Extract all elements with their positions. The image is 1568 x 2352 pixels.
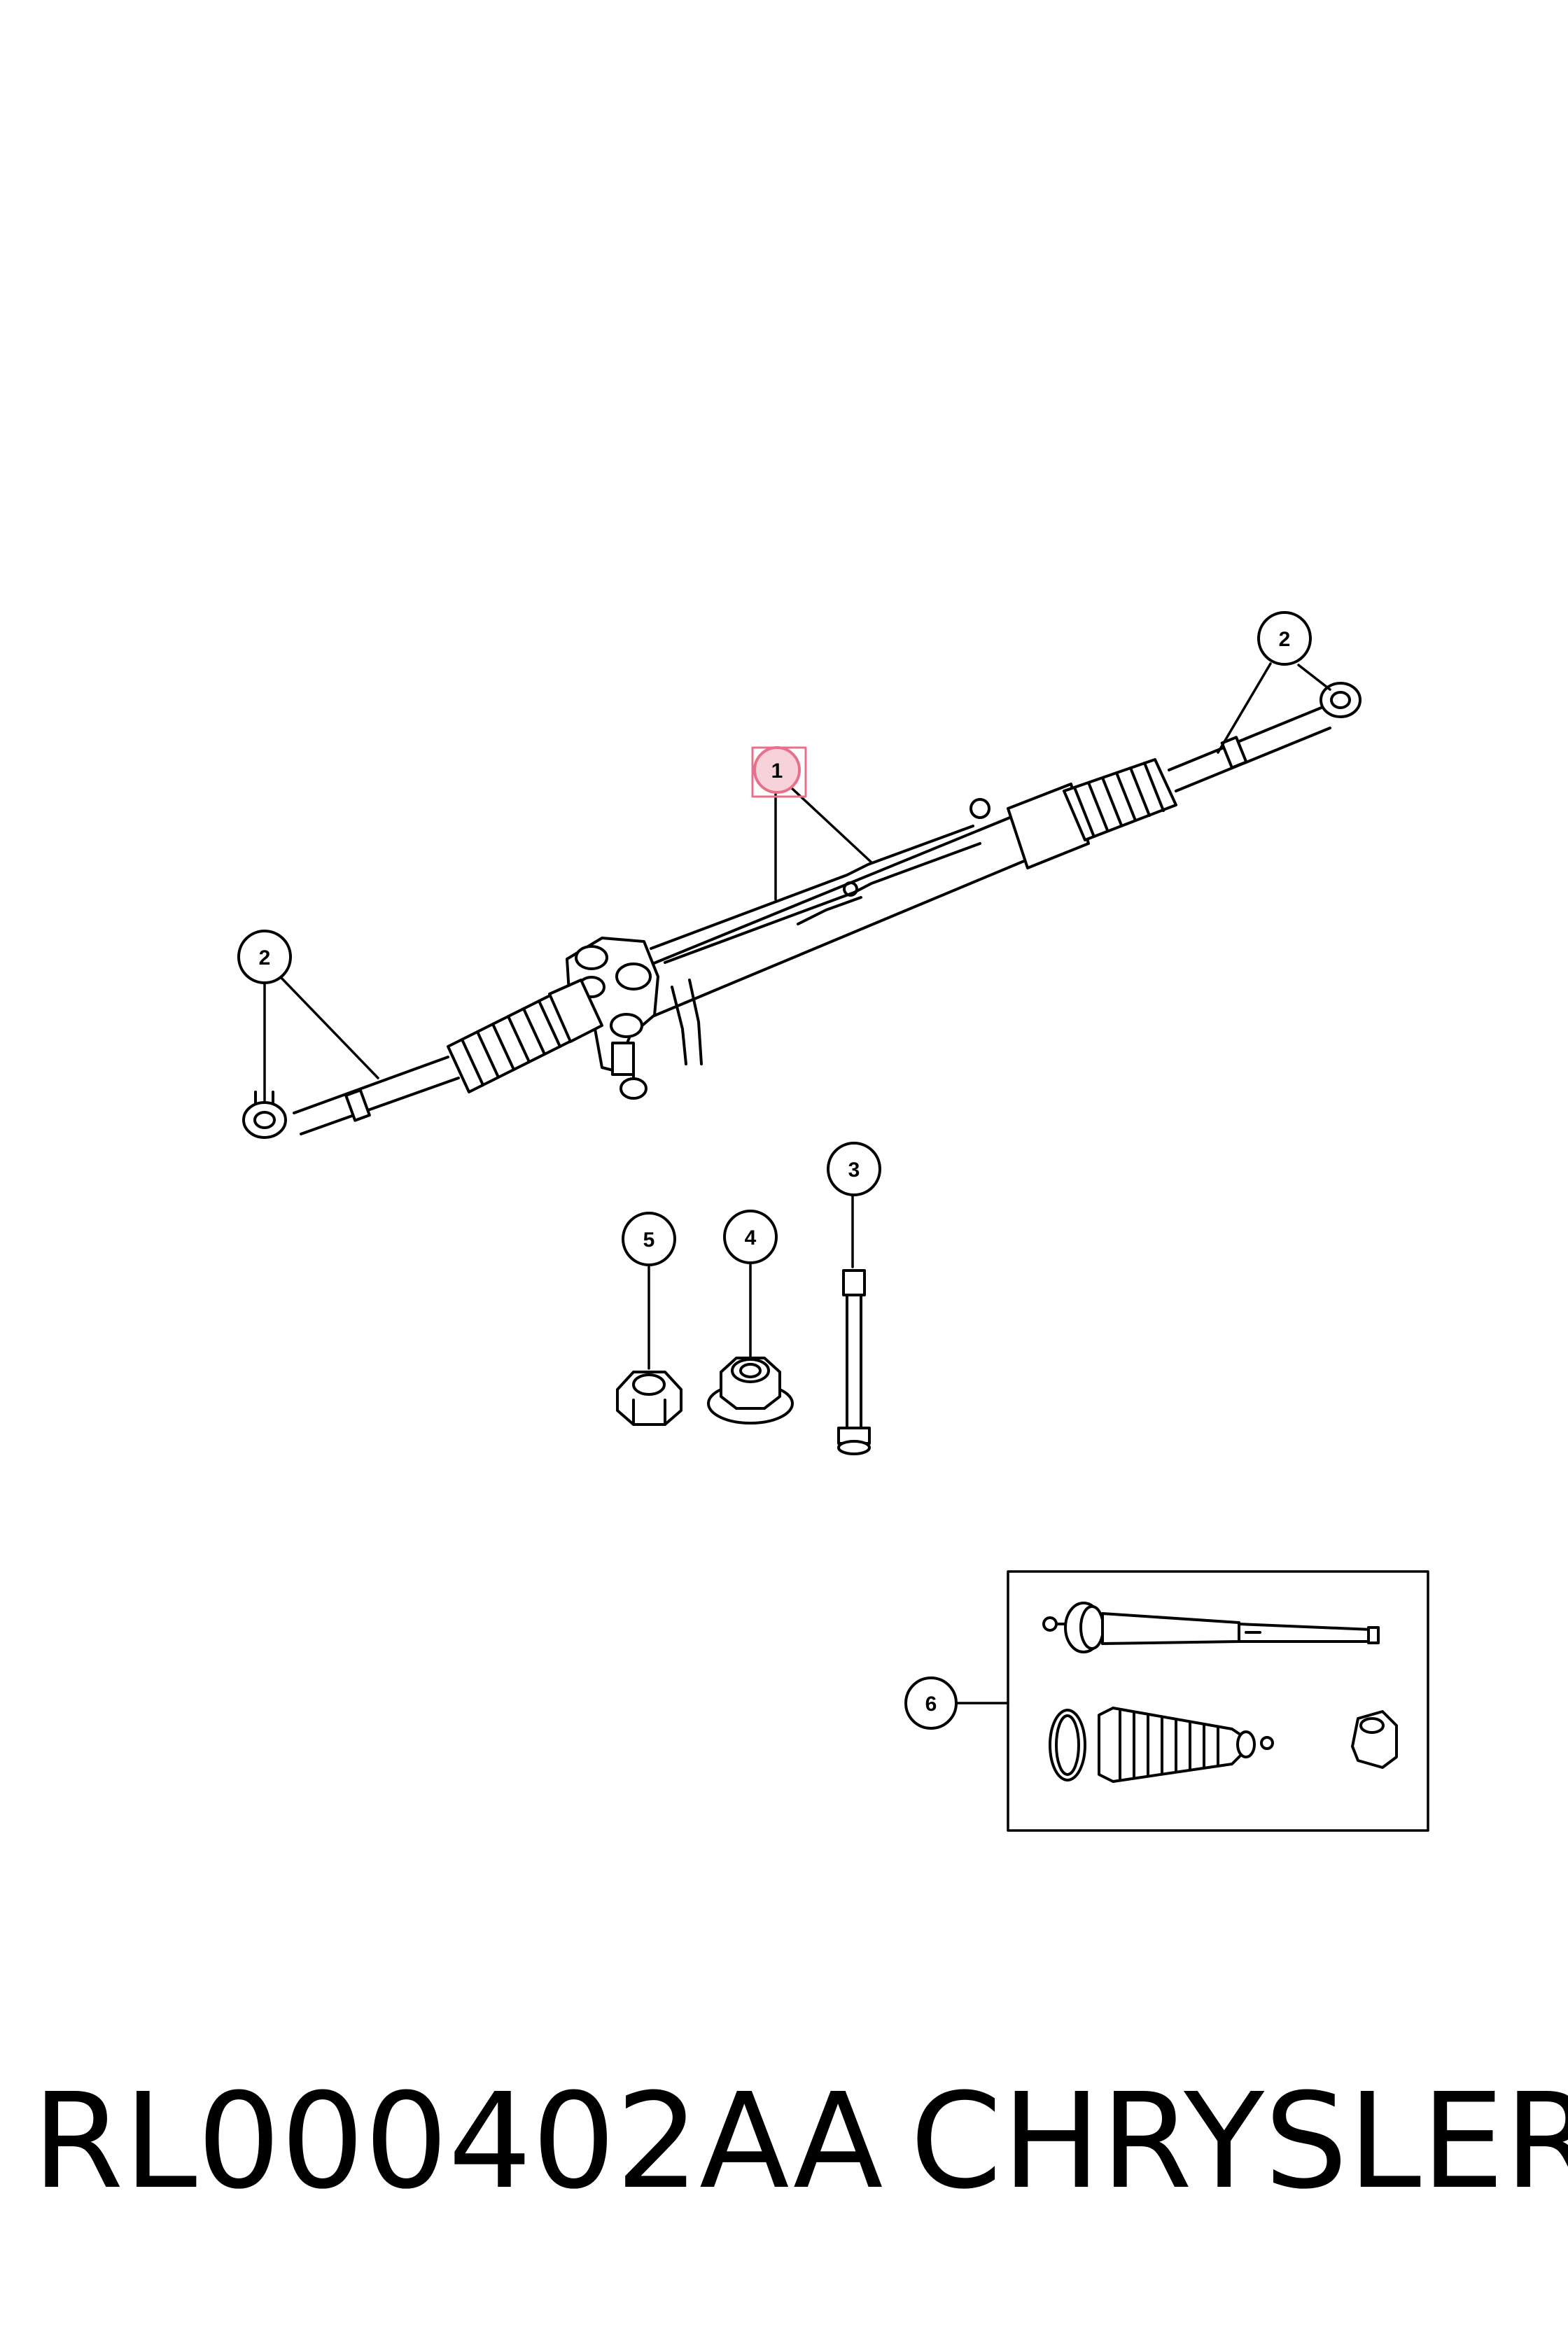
callout-5-circle xyxy=(622,1212,676,1266)
callout-2b-number: 2 xyxy=(259,946,271,969)
steering-rack-assembly xyxy=(242,682,1362,1139)
left-boot xyxy=(447,979,603,1093)
right-mount-block xyxy=(1007,783,1090,869)
flange-nut-part-4 xyxy=(707,1357,794,1424)
brand-name: CHRYSLER xyxy=(910,2065,1568,2218)
callout-6-circle xyxy=(904,1676,958,1730)
kit-boot xyxy=(1098,1707,1274,1783)
hydraulic-lines xyxy=(650,798,990,1065)
callout-4-circle xyxy=(723,1210,778,1264)
inner-tie-rod xyxy=(1042,1602,1380,1653)
part-number: RL000402AA xyxy=(32,2065,883,2218)
callout-2a-circle xyxy=(1257,611,1312,666)
callout-2b-circle xyxy=(237,930,292,984)
footer-caption: RL000402AA CHRYSLER xyxy=(0,2051,1568,2233)
callout-6-number: 6 xyxy=(925,1693,937,1716)
callout-5-number: 5 xyxy=(643,1228,655,1252)
clamp-ring xyxy=(1049,1709,1086,1782)
callout-3-number: 3 xyxy=(848,1158,860,1182)
right-boot xyxy=(1063,758,1177,841)
bolt-part-3 xyxy=(837,1269,871,1455)
leader-lines xyxy=(263,662,1331,1704)
inner-tie-rod-kit xyxy=(1007,1570,1429,1832)
callout-1-number: 1 xyxy=(771,760,783,783)
right-tie-rod xyxy=(1168,706,1331,792)
callout-1 xyxy=(751,746,807,798)
left-tie-rod-end xyxy=(242,1091,287,1139)
right-tie-rod-end xyxy=(1320,682,1362,718)
kit-box xyxy=(1007,1570,1429,1832)
left-tie-rod xyxy=(293,1056,460,1135)
callout-3-circle xyxy=(827,1142,881,1196)
callout-2a-number: 2 xyxy=(1279,628,1291,651)
callout-4-number: 4 xyxy=(745,1226,757,1250)
kit-jam-nut xyxy=(1351,1710,1398,1769)
hex-nut-part-5 xyxy=(616,1371,682,1426)
